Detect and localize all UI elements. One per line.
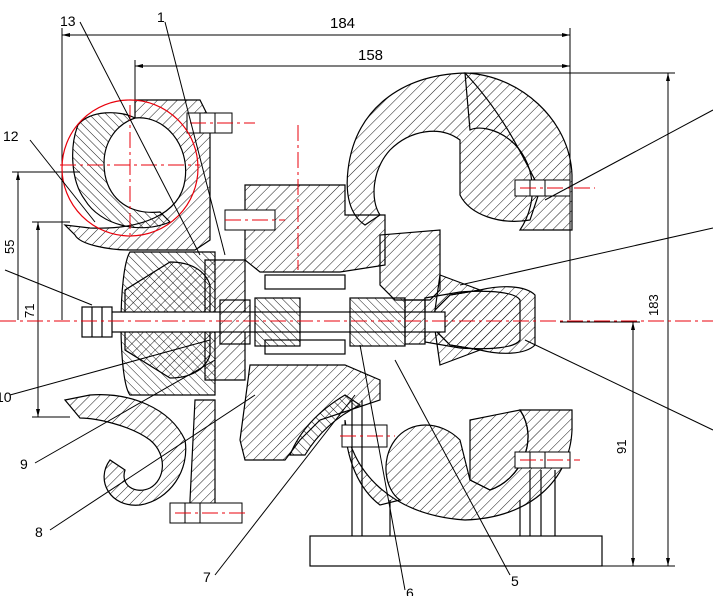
dimension-texts: 184 158 183 91 55 71 [2,15,661,454]
leader-lines [4,21,713,591]
center-lines [0,105,713,514]
label-9: 9 [20,456,28,472]
part-labels: 13 1 12 10 9 8 7 6 5 [0,9,519,596]
base-support [309,400,603,567]
label-10: 10 [0,389,12,405]
dim-91: 91 [614,440,629,454]
dim-183: 183 [646,294,661,316]
compressor-volute-circle [61,99,199,237]
shaft [81,297,446,347]
dimension-arrows [16,33,670,566]
label-12: 12 [3,128,19,144]
label-8: 8 [35,524,43,540]
turbine-wheel [424,290,521,350]
label-7: 7 [203,569,211,585]
label-1: 1 [157,9,165,25]
dim-71: 71 [22,304,37,318]
dim-158: 158 [358,47,383,64]
label-13: 13 [60,13,76,29]
dim-55: 55 [2,240,17,254]
dimension-lines [12,28,675,567]
label-6: 6 [406,585,414,596]
bearing-housing [239,184,386,461]
dim-184: 184 [330,15,355,32]
label-5: 5 [511,573,519,589]
